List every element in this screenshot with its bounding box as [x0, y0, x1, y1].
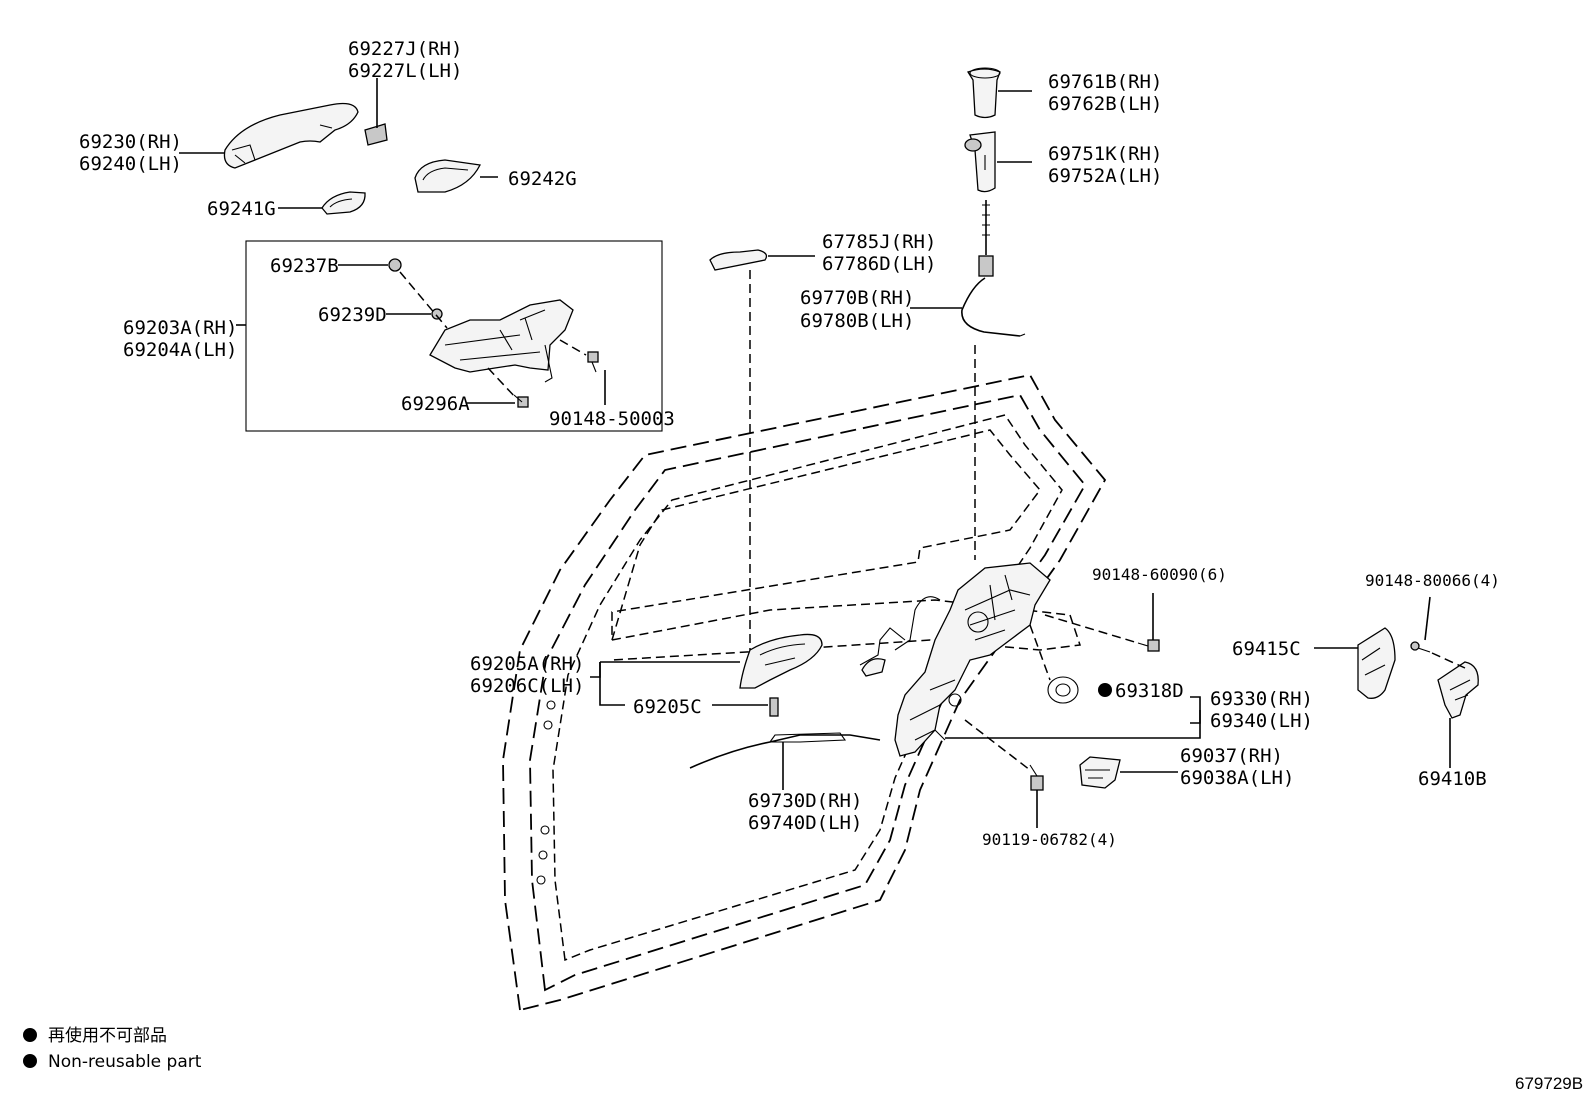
label-69410B: 69410B — [1418, 768, 1487, 790]
label-69203A: 69203A(RH) — [123, 317, 237, 339]
label-69204A: 69204A(LH) — [123, 339, 237, 361]
door-lock-group — [859, 562, 1201, 828]
label-69205A: 69205A(RH) — [470, 653, 584, 675]
screw-90148-80066 — [1410, 641, 1431, 653]
legend: 再使用不可部品 Non-reusable part — [23, 1025, 202, 1072]
label-69205C: 69205C — [633, 696, 702, 718]
label-69240: 69240(LH) — [79, 153, 182, 175]
striker — [1437, 661, 1479, 719]
legend-bullet-icon — [23, 1054, 37, 1068]
rod-clip-69205C — [769, 697, 779, 717]
label-69340: 69340(LH) — [1210, 710, 1313, 732]
door-lock-assembly — [894, 562, 1051, 757]
label-69752A: 69752A(LH) — [1048, 165, 1162, 187]
label-69227J: 69227J(RH) — [348, 38, 462, 60]
inside-cable — [689, 734, 881, 769]
washer-69318D — [1047, 676, 1079, 704]
lock-cover — [1079, 756, 1121, 789]
non-reusable-marker — [1098, 683, 1112, 697]
lock-cylinder-group — [910, 67, 1032, 560]
lock-cable — [961, 277, 1021, 337]
label-69751K: 69751K(RH) — [1048, 143, 1162, 165]
handle-bezel-rear — [321, 191, 366, 215]
diagram-code: 679729B — [1515, 1074, 1583, 1093]
striker-cover — [1357, 627, 1396, 699]
trim-clip — [709, 249, 768, 271]
label-69318D: 69318D — [1115, 680, 1184, 702]
handle-bezel-front — [414, 159, 481, 193]
outside-handle-group — [179, 78, 498, 215]
striker-group — [1314, 596, 1479, 768]
label-67786D: 67786D(LH) — [822, 253, 936, 275]
label-69730D: 69730D(RH) — [748, 790, 862, 812]
label-69740D: 69740D(LH) — [748, 812, 862, 834]
label-69296A: 69296A — [401, 393, 470, 415]
label-69227L: 69227L(LH) — [348, 60, 462, 82]
bolt-69296A — [513, 394, 529, 408]
label-69762B: 69762B(LH) — [1048, 93, 1162, 115]
label-69242G: 69242G — [508, 168, 577, 190]
label-69241G: 69241G — [207, 198, 276, 220]
label-67785J: 67785J(RH) — [822, 231, 936, 253]
label-90148-60090: 90148-60090(6) — [1092, 565, 1227, 584]
lock-cover-group — [1079, 756, 1178, 789]
bolt-90119-06782 — [1029, 764, 1044, 791]
handle-cap — [364, 123, 388, 146]
label-90119-06782: 90119-06782(4) — [982, 830, 1117, 849]
label-69037: 69037(RH) — [1180, 745, 1283, 767]
inside-handle-group — [590, 633, 823, 717]
label-69206C: 69206C(LH) — [470, 675, 584, 697]
label-90148-80066: 90148-80066(4) — [1365, 571, 1500, 590]
legend-english: Non-reusable part — [48, 1052, 202, 1072]
label-90148-50003: 90148-50003 — [549, 408, 675, 430]
label-69780B: 69780B(LH) — [800, 310, 914, 332]
legend-japanese: 再使用不可部品 — [48, 1025, 167, 1046]
outside-handle — [223, 102, 359, 169]
handle-frame — [429, 299, 574, 373]
label-69239D: 69239D — [318, 304, 387, 326]
cylinder-cap — [967, 68, 1001, 119]
door-outline — [502, 373, 1107, 1012]
label-69770B: 69770B(RH) — [800, 287, 914, 309]
legend-bullet-icon — [23, 1028, 37, 1042]
trim-clip-group — [709, 249, 815, 650]
screw-69237B — [388, 258, 402, 272]
label-69230: 69230(RH) — [79, 131, 182, 153]
handle-frame-assembly — [236, 240, 663, 432]
bolt-90148-50003 — [587, 351, 599, 373]
label-69415C: 69415C — [1232, 638, 1301, 660]
bolt-90148-60090 — [1137, 639, 1160, 652]
screw-69239D — [431, 308, 443, 320]
label-69038A: 69038A(LH) — [1180, 767, 1294, 789]
label-69330: 69330(RH) — [1210, 688, 1313, 710]
label-69237B: 69237B — [270, 255, 339, 277]
part-labels: 69227J(RH) 69227L(LH) 69230(RH) 69240(LH… — [79, 38, 1500, 849]
inside-cable-group — [689, 732, 881, 790]
label-69761B: 69761B(RH) — [1048, 71, 1162, 93]
